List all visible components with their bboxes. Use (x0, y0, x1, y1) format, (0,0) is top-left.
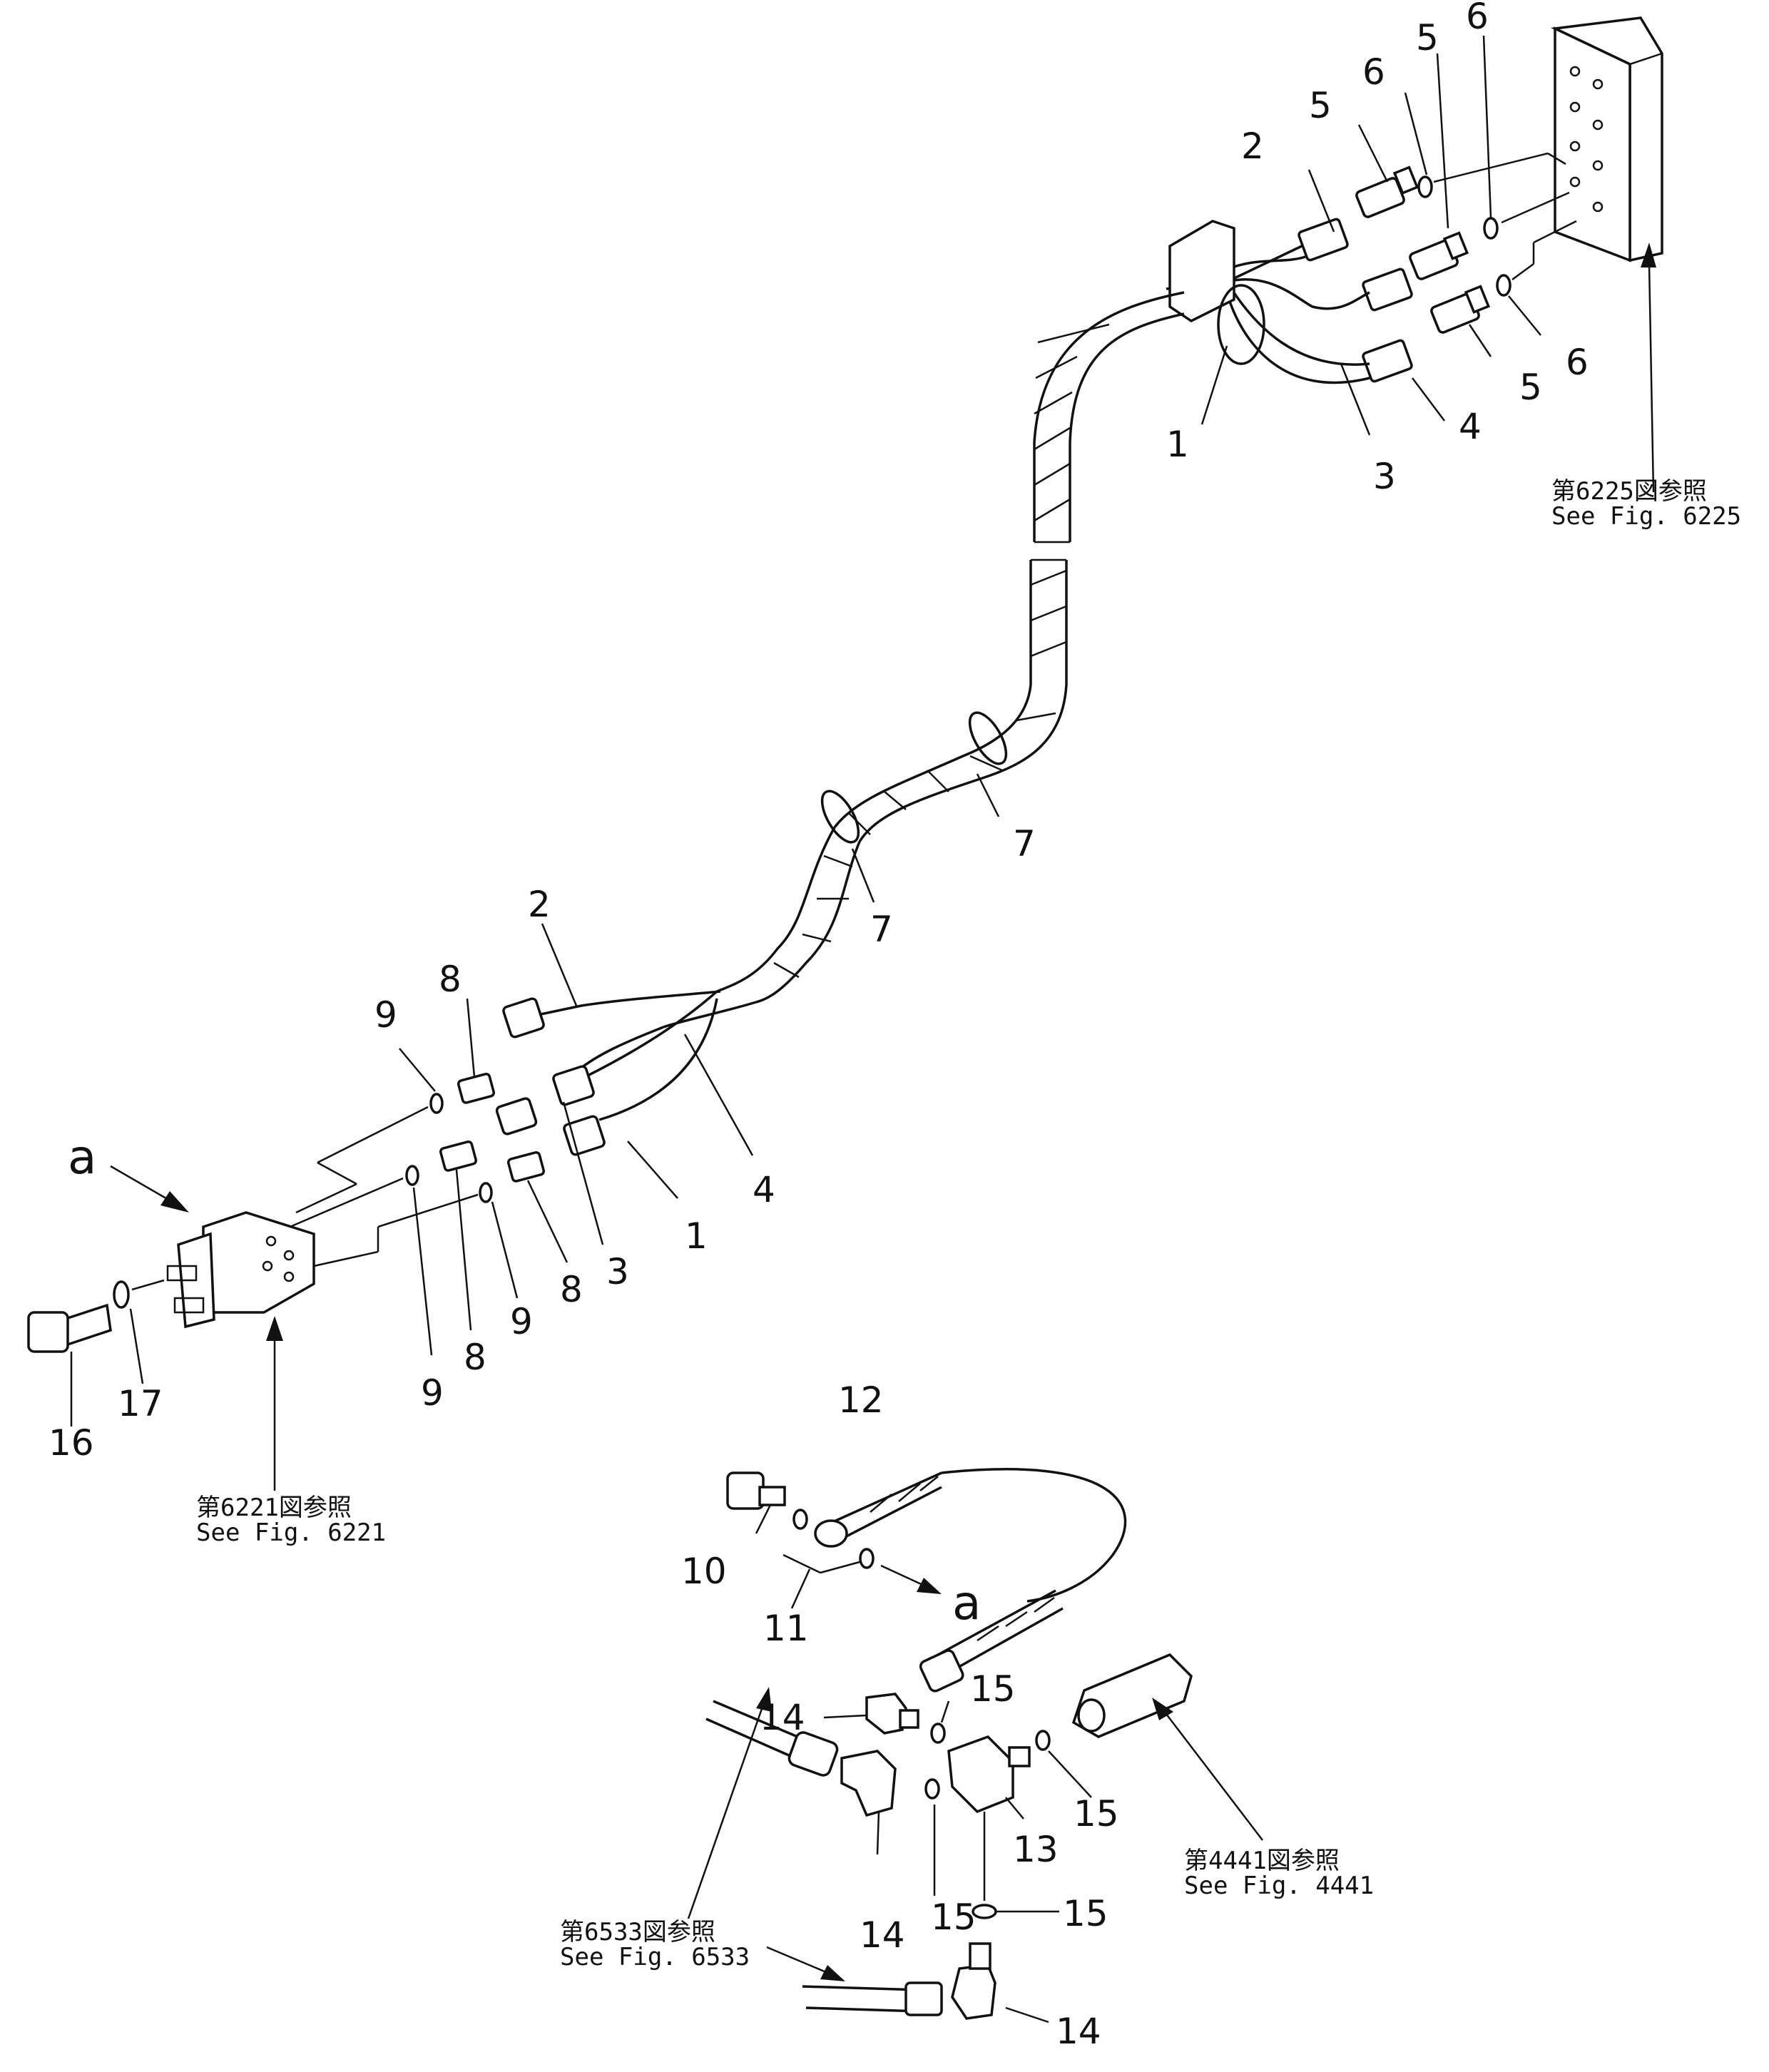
callout-left-17: 17 (118, 1383, 163, 1424)
ref-6225-en: See Fig. 6225 (1551, 502, 1741, 531)
callout-bot-15a: 15 (970, 1668, 1016, 1710)
callout-top-5c: 5 (1519, 367, 1542, 408)
callout-left-9b: 9 (510, 1301, 533, 1342)
callout-numbers: 2 5 6 5 6 4 1 3 5 6 7 7 2 8 9 4 1 3 8 9 … (49, 0, 1589, 2052)
callout-left-8b: 8 (560, 1269, 583, 1310)
view-letters: a a (68, 1130, 981, 1630)
callout-left-9a: 9 (374, 994, 397, 1036)
lower-fittings (281, 1072, 545, 1267)
callout-bot-13: 13 (1013, 1829, 1059, 1870)
ref-6533-en: See Fig. 6533 (560, 1943, 750, 1971)
detail-a-assembly (687, 1468, 1263, 2023)
callout-bot-11: 11 (763, 1608, 809, 1649)
callout-left-8a: 8 (439, 959, 462, 1000)
valve-block-6225 (1550, 16, 1663, 493)
callout-bot-15b: 15 (1074, 1793, 1119, 1834)
ref-6225-jp: 第6225図参照 (1551, 477, 1707, 506)
callout-left-4: 4 (753, 1169, 775, 1210)
callout-mid-7a: 7 (1013, 823, 1036, 864)
lower-hose-fanout (495, 990, 757, 1156)
bolt-and-washer (27, 1279, 165, 1427)
callout-mid-7b: 7 (870, 909, 893, 950)
callout-bot-14a: 14 (760, 1697, 805, 1738)
spiral-protected-hose (716, 291, 1185, 1004)
callout-bot-10: 10 (681, 1551, 727, 1592)
pump-block-6221 (166, 1211, 315, 1491)
callout-bot-14c: 14 (1056, 2011, 1101, 2052)
ref-4441-en: See Fig. 4441 (1184, 1872, 1374, 1900)
ref-4441-jp: 第4441図参照 (1184, 1847, 1340, 1875)
ref-6533-jp: 第6533図参照 (560, 1918, 715, 1946)
callout-top-4: 4 (1459, 406, 1482, 447)
callout-left-9c: 9 (421, 1372, 444, 1414)
callout-top-1: 1 (1166, 424, 1189, 465)
callout-bot-15c: 15 (931, 1897, 977, 1938)
callout-left-8c: 8 (464, 1337, 486, 1378)
callout-top-6a: 6 (1362, 51, 1385, 93)
figure-references: 第6225図参照 See Fig. 6225 第6221図参照 See Fig.… (196, 477, 1741, 1971)
callout-left-1: 1 (685, 1215, 708, 1257)
ref-6221-jp: 第6221図参照 (196, 1494, 352, 1522)
callout-top-5b: 5 (1416, 17, 1439, 58)
callout-bot-14b: 14 (860, 1914, 905, 1956)
callout-top-6b: 6 (1466, 0, 1489, 37)
callout-top-3: 3 (1373, 456, 1396, 497)
callout-left-3: 3 (606, 1251, 629, 1292)
view-a-arrow-left (110, 1165, 189, 1213)
callout-top-6c: 6 (1566, 342, 1589, 383)
callout-bot-12: 12 (838, 1379, 884, 1421)
leader-lines (399, 35, 1541, 1356)
view-a-label-bottom: a (952, 1576, 981, 1630)
callout-top-5a: 5 (1309, 85, 1332, 126)
callout-left-2: 2 (528, 884, 551, 925)
callout-left-16: 16 (49, 1422, 94, 1464)
top-fittings (1298, 152, 1577, 383)
upper-hose-bundle (1166, 220, 1370, 384)
callout-top-2: 2 (1241, 126, 1264, 167)
callout-bot-15d: 15 (1063, 1893, 1108, 1934)
view-a-label-left: a (68, 1130, 96, 1185)
ref-6221-en: See Fig. 6221 (196, 1519, 386, 1547)
